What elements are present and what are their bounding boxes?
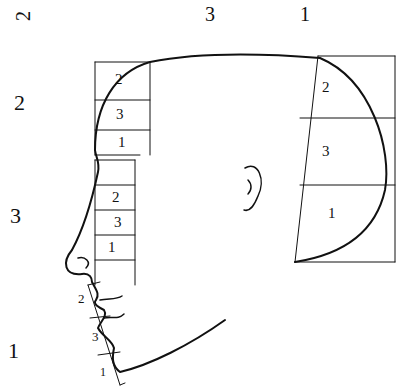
- proportion-number: 2: [322, 80, 330, 95]
- proportion-number: 3: [116, 107, 124, 122]
- proportion-number: 1: [100, 366, 106, 378]
- proportion-number: 3: [10, 205, 21, 227]
- proportion-number: 1: [108, 240, 116, 255]
- proportion-number: 3: [114, 215, 122, 230]
- proportion-number: 2: [112, 190, 120, 205]
- proportion-number: 2: [13, 11, 33, 21]
- proportion-number: 1: [300, 4, 310, 24]
- proportion-number: 3: [205, 4, 215, 24]
- proportion-number: 3: [322, 144, 330, 159]
- proportion-number: 1: [8, 340, 19, 362]
- proportion-number: 1: [328, 206, 336, 221]
- proportion-number: 2: [78, 292, 85, 305]
- proportion-number: 3: [92, 330, 99, 343]
- proportion-number: 2: [14, 92, 25, 114]
- proportion-number: 2: [115, 72, 123, 87]
- proportion-number: 1: [118, 135, 126, 150]
